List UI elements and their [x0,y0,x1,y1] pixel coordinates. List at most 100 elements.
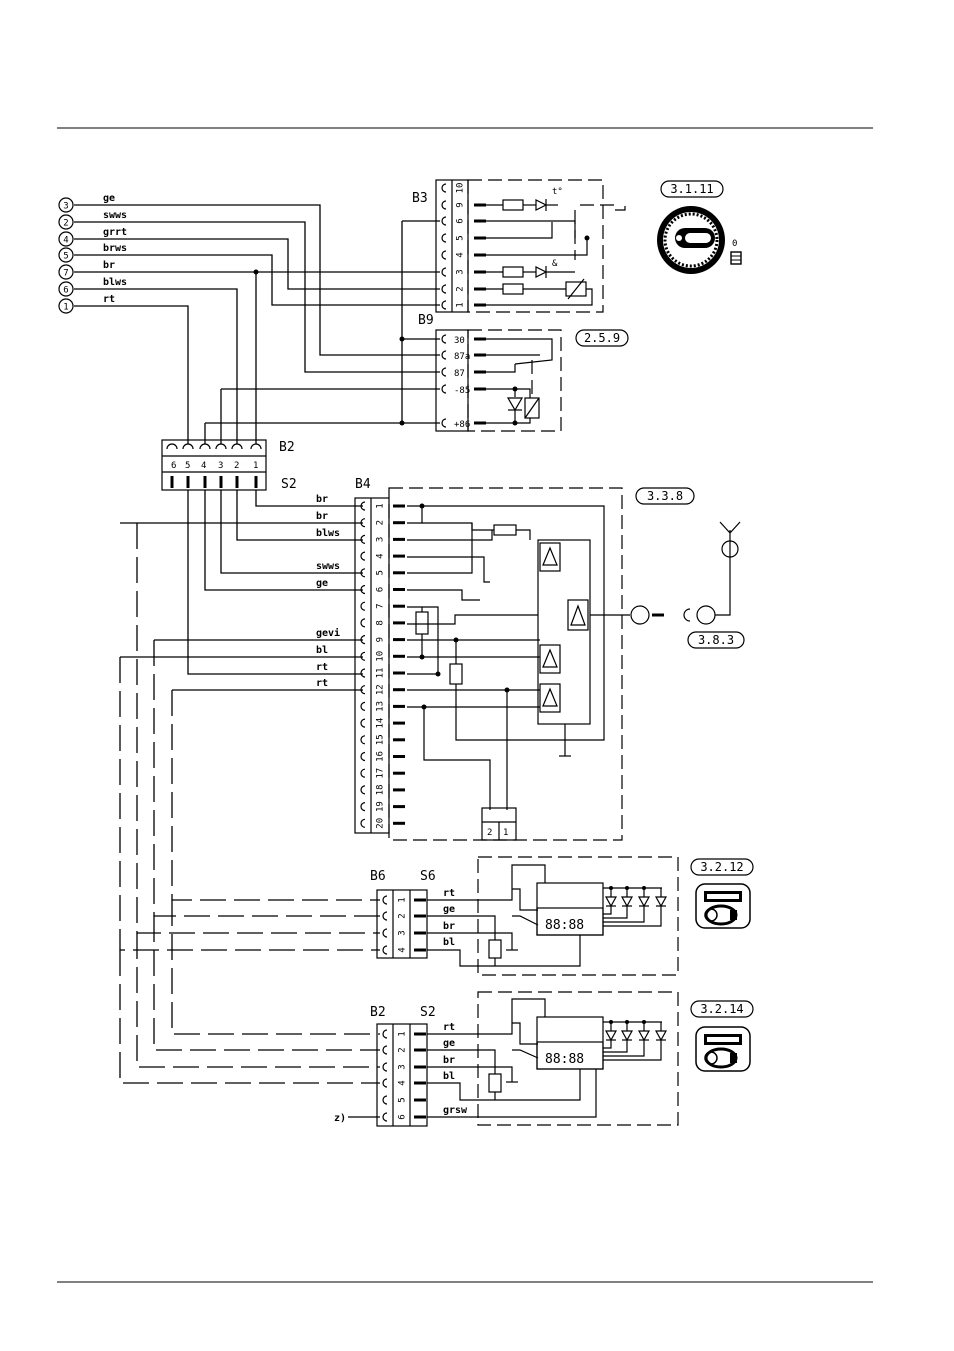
pin-socket [360,618,366,628]
pin-label: 2 [234,461,239,471]
pin-socket [360,601,366,611]
pin-label: 1 [456,302,466,307]
pin-label: -85 [454,386,470,396]
b2-bot-label: B2 [370,1005,386,1020]
pin-socket [360,802,366,812]
wire-label: ge [443,1038,455,1049]
pin-label: 4 [376,553,386,558]
control-knob-icon: 0 [657,206,742,274]
pin-label: +86 [454,420,470,430]
ref-text: 3.8.3 [698,633,734,647]
pin-label: 13 [376,701,386,712]
ref-label-3: 3.3.8 [635,487,695,505]
pin-label: 6 [171,461,176,471]
pin-socket [360,584,366,595]
pin-label: 4 [201,461,206,471]
pin-label: 2 [376,520,386,525]
pin-label: 5 [456,235,466,240]
pin-label: 14 [376,718,386,729]
pin-label: 8 [376,620,386,625]
harness-connector-5: 7 br [58,260,440,280]
relay-internals [486,338,553,426]
led-row [603,886,668,927]
s6-label: S6 [420,869,436,884]
wire-label: br [316,511,328,522]
pin-label: 1 [376,503,386,508]
b2-b4-wires [120,490,363,691]
b4-label: B4 [355,477,371,492]
sensor-temp-symbol: t° [552,187,563,197]
display-2-internals: 88:88 [427,998,668,1118]
pin-label: 87 [454,369,465,379]
b9-connector: B9 30 87a 87 -85 +86 [418,313,562,432]
ref-label-1: 3.1.11 [660,180,724,198]
ref-label-2: 2.5.9 [575,329,629,347]
pin-label: 2 [398,1047,408,1052]
pin-label: 1 [398,1031,408,1036]
harness-connectors: 3 ge 2 swws 4 grrt 5 brws 7 br [58,193,440,444]
harness-num: 1 [63,303,68,313]
b9-label: B9 [418,313,434,328]
wire-label: br [443,921,455,932]
pin-socket [360,501,366,511]
pin-socket [360,701,366,711]
harness-num: 7 [63,269,68,279]
wire-label: rt [103,294,115,305]
pin-label: 4 [398,947,408,952]
pin-socket [360,635,366,645]
pin-label: 16 [376,751,386,762]
pin-label: 6 [376,587,386,592]
sensor-light-symbol: & [552,259,558,269]
pin-label: 12 [376,684,386,695]
clock-digits: 88:88 [545,1052,584,1067]
clock-digits: 88:88 [545,918,584,933]
harness-connector-3: 4 grrt [58,227,440,290]
wire-label: br [443,1055,455,1066]
pin-label: 6 [456,218,466,223]
ref-text: 3.2.14 [700,1002,743,1016]
ref-text: 3.2.12 [700,860,743,874]
pin-socket [360,534,366,544]
pin-socket [360,818,366,828]
b2-top-label: B2 [279,440,295,455]
pin-label: 17 [376,768,386,779]
ref-label-6: 3.2.14 [690,1000,754,1018]
pin-label: 9 [376,637,386,642]
pin-socket [360,651,366,661]
b6-connector: B6 S6 1 2 3 4 rt ge br bl 88:88 [370,856,679,976]
pin-socket [360,768,366,778]
pin-label: 20 [376,818,386,829]
pin-label: 10 [456,183,466,194]
wire-label: rt [316,678,328,689]
wire-label: grsw [443,1105,468,1116]
harness-num: 3 [63,202,68,212]
wire-label: bl [443,1071,455,1082]
antenna-connector: 2 1 [481,807,517,841]
pin-socket [360,668,366,678]
b3-connector: B3 10 9 6 5 4 3 2 1 t° [412,179,626,313]
b2-top-connector: B2 6 5 4 3 2 1 S2 [161,439,297,492]
pin-socket [360,735,366,745]
b6-label: B6 [370,869,386,884]
harness-num: 5 [63,252,68,262]
pin-label: 5 [185,461,190,471]
pin-label: 1 [398,897,408,902]
pin-label: 15 [376,734,386,745]
wire-label: grrt [103,227,127,238]
harness-num: 2 [63,219,68,229]
footnote-marker: z) [334,1113,346,1124]
pin-label: 1 [253,461,258,471]
wire-label: blws [103,277,127,288]
pin-label: 3 [376,537,386,542]
wire-label: brws [103,243,127,254]
b2-bottom-connector: B2 S2 1 2 3 4 5 6 rt ge br bl grsw z) [334,991,679,1127]
b3-internals: t° & [486,187,626,306]
ref-label-5: 3.2.12 [690,858,754,876]
s2-bot-label: S2 [420,1005,436,1020]
harness-num: 4 [63,236,68,246]
led-row [603,1020,668,1061]
ref-text: 3.1.11 [670,182,713,196]
remote-control-icon [695,883,751,929]
ref-label-4: 3.8.3 [687,631,745,649]
